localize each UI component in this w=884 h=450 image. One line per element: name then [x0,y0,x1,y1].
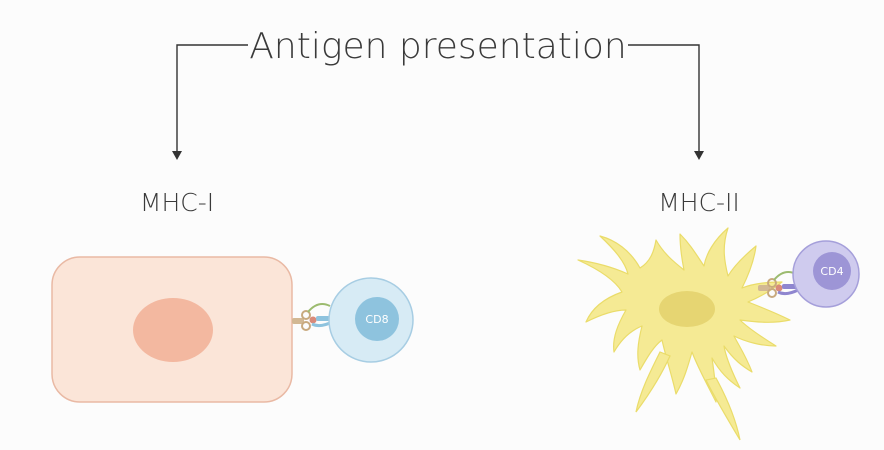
mhc-i-label: MHC-I [140,188,214,217]
left-arrowhead [172,151,182,160]
dendritic-cell-tail-lower [705,377,741,441]
dendritic-cell-nucleus [659,291,715,327]
dendritic-cell-tail-left [635,351,671,413]
cd8-t-cell-nucleus [355,297,399,341]
mhc-i-bead-bottom [301,321,311,331]
dendritic-cell [577,227,791,441]
cd4-t-cell: CD4 [792,240,860,308]
body-cell-nucleus [133,298,213,362]
cd4-t-cell-nucleus [813,252,851,290]
left-connector-line [176,44,248,152]
diagram-title: Antigen presentation [249,26,626,67]
body-cell [51,256,293,403]
right-connector-line [628,44,700,152]
cd4-label: CD4 [820,265,843,278]
mhc-i-bead-peptide [309,316,317,324]
mhc-ii-label: MHC-II [658,188,740,217]
mhc-ii-bead-top [767,278,777,288]
mhc-ii-tcr-stem [782,284,798,289]
mhc-ii-bead-peptide [775,284,783,292]
mhc-ii-bead-bottom [767,288,777,298]
mhc-i-complex [292,303,334,331]
right-arrowhead [694,151,704,160]
mhc-ii-molecule-stem [758,285,770,291]
mhc-i-bead-top [301,310,311,320]
cd8-t-cell: CD8 [328,277,414,363]
mhc-i-molecule-stem [292,318,304,324]
mhc-i-tcr-green-arc [307,303,331,313]
mhc-ii-tcr-purple-arc [777,288,799,296]
cd8-label: CD8 [365,313,388,326]
